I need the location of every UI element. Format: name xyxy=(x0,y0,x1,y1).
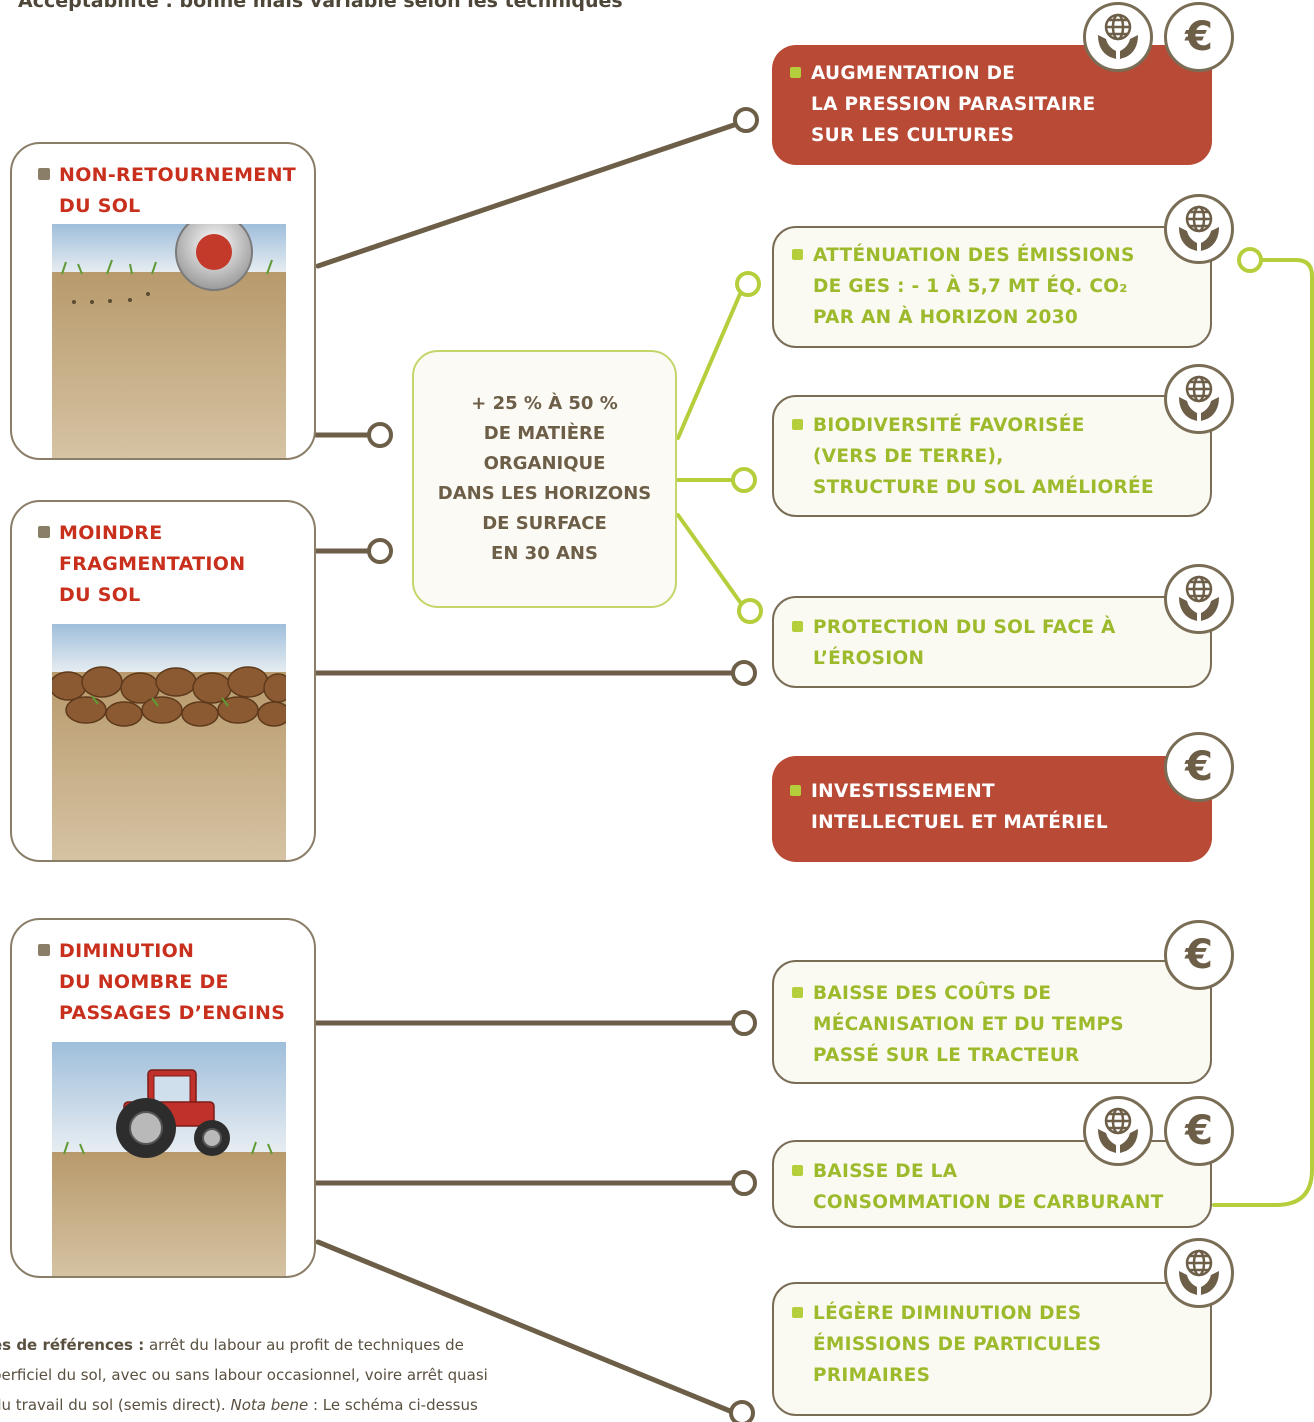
environment-icon xyxy=(1083,1096,1153,1166)
effect-box-biodiversite: BIODIVERSITÉ FAVORISÉE (VERS DE TERRE), … xyxy=(772,395,1212,517)
effect-box-couts-mecanisation: BAISSE DES COÛTS DE MÉCANISATION ET DU T… xyxy=(772,960,1212,1084)
environment-icon xyxy=(1164,1238,1234,1308)
central-line: EN 30 ANS xyxy=(491,543,598,564)
bullet-icon xyxy=(38,526,50,538)
left-box-title: NON-RETOURNEMENT DU SOL xyxy=(38,160,296,222)
effect-box-emissions-ges: ATTÉNUATION DES ÉMISSIONS DE GES : - 1 À… xyxy=(772,226,1212,348)
effect-box-investissement: INVESTISSEMENT INTELLECTUEL ET MATÉRIEL xyxy=(772,756,1212,862)
effect-box-particules: LÉGÈRE DIMINUTION DES ÉMISSIONS DE PARTI… xyxy=(772,1282,1212,1416)
left-box-title: MOINDRE FRAGMENTATION DU SOL xyxy=(38,518,245,611)
soil-plow-illustration xyxy=(52,224,286,458)
left-box-moindre-fragmentation: MOINDRE FRAGMENTATION DU SOL xyxy=(10,500,316,862)
euro-icon: € xyxy=(1164,1096,1234,1166)
tractor-illustration xyxy=(52,1042,286,1276)
euro-icon: € xyxy=(1164,920,1234,990)
environment-icon xyxy=(1083,2,1153,72)
central-line: DE MATIÈRE xyxy=(483,423,606,444)
central-line: DE SURFACE xyxy=(482,513,607,534)
central-line: ORGANIQUE xyxy=(483,453,606,474)
left-box-diminution-passages: DIMINUTION DU NOMBRE DE PASSAGES D’ENGIN… xyxy=(10,918,316,1278)
left-box-non-retournement: NON-RETOURNEMENT DU SOL xyxy=(10,142,316,460)
effect-box-carburant: BAISSE DE LA CONSOMMATION DE CARBURANT xyxy=(772,1140,1212,1228)
effect-box-erosion: PROTECTION DU SOL FACE À L’ÉROSION xyxy=(772,596,1212,688)
bullet-icon xyxy=(38,944,50,956)
soil-clods-illustration xyxy=(52,624,286,860)
bullet-icon xyxy=(790,67,801,78)
euro-icon: € xyxy=(1164,732,1234,802)
footnote: es de références : arrêt du labour au pr… xyxy=(0,1336,488,1414)
bullet-icon xyxy=(792,987,803,998)
bullet-icon xyxy=(792,419,803,430)
environment-icon xyxy=(1164,194,1234,264)
header-text: Acceptabilité : bonne mais variable selo… xyxy=(18,0,623,12)
central-outcome-box: + 25 % À 50 % DE MATIÈRE ORGANIQUE DANS … xyxy=(412,350,677,608)
bullet-icon xyxy=(792,1165,803,1176)
bullet-icon xyxy=(792,1307,803,1318)
central-line: DANS LES HORIZONS xyxy=(437,483,652,504)
environment-icon xyxy=(1164,364,1234,434)
bullet-icon xyxy=(792,249,803,260)
environment-icon xyxy=(1164,564,1234,634)
bullet-icon xyxy=(38,168,50,180)
left-box-title: DIMINUTION DU NOMBRE DE PASSAGES D’ENGIN… xyxy=(38,936,285,1029)
bullet-icon xyxy=(790,785,801,796)
bullet-icon xyxy=(792,621,803,632)
central-line: + 25 % À 50 % xyxy=(471,393,618,414)
euro-icon: € xyxy=(1164,2,1234,72)
